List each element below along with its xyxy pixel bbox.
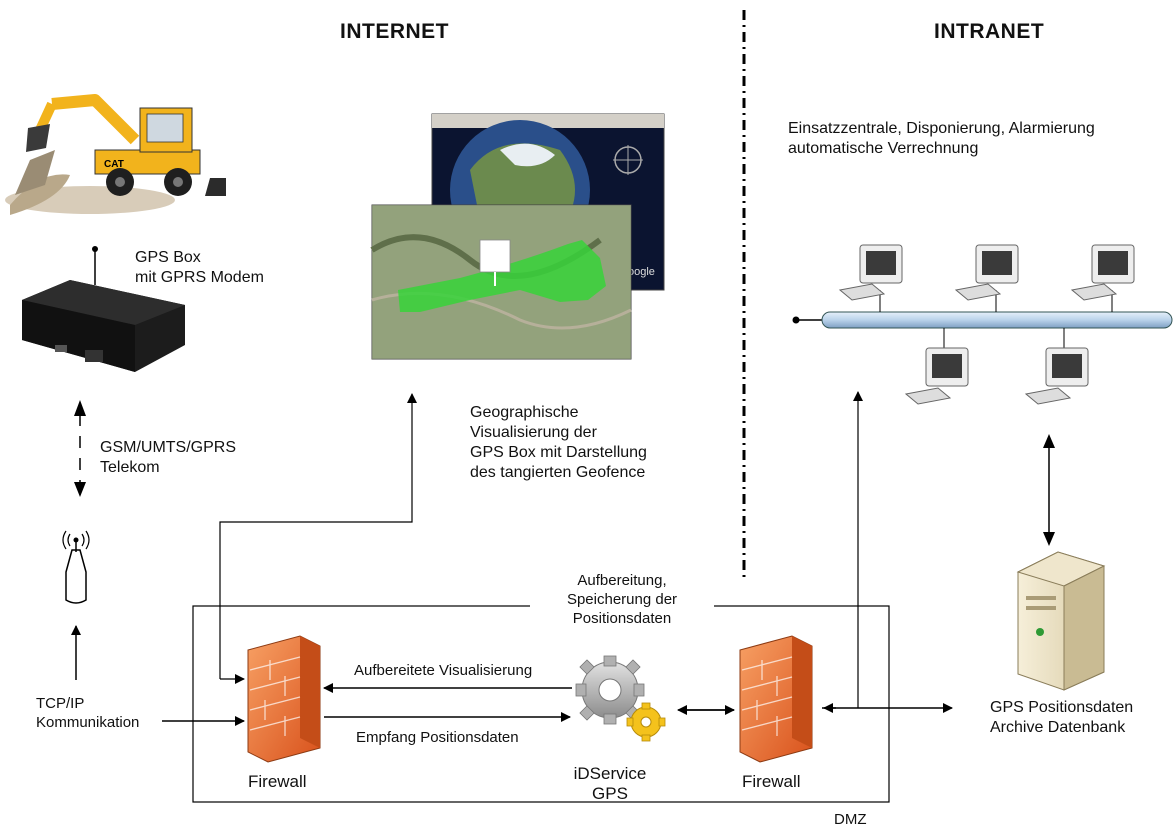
gears-icon	[575, 655, 666, 742]
map-watermark: oogle	[628, 266, 655, 278]
gps-box-icon	[22, 246, 185, 372]
workstation-2	[954, 244, 1019, 312]
visualization-line4: des tangierten Geofence	[470, 464, 646, 481]
visualization-line2: Visualisierung der	[470, 424, 597, 441]
visualization-line1: Geographische	[470, 404, 579, 421]
database-line2: Archive Datenbank	[990, 719, 1126, 736]
tcp-line1: TCP/IP	[36, 695, 85, 712]
internet-header: INTERNET	[340, 20, 449, 43]
tcp-label: TCP/IP Kommunikation	[36, 694, 139, 732]
database-line1: GPS Positionsdaten	[990, 699, 1134, 716]
network-bus	[792, 311, 1173, 329]
map-screenshot: oogle	[370, 113, 665, 360]
workstation-1	[838, 244, 903, 312]
flow-positions-label: Empfang Positionsdaten	[356, 729, 519, 746]
intranet-header: INTRANET	[934, 20, 1045, 43]
processing-label: Aufbereitung, Speicherung der Positionsd…	[530, 571, 714, 628]
service-line2: GPS	[592, 784, 628, 803]
intranet-roles-line2: automatische Verrechnung	[788, 140, 979, 157]
network-line1: GSM/UMTS/GPRS	[100, 439, 237, 456]
intranet-roles-line1: Einsatzzentrale, Disponierung, Alarmieru…	[788, 120, 1095, 137]
intranet-roles: Einsatzzentrale, Disponierung, Alarmieru…	[788, 119, 1095, 159]
processing-line3: Positionsdaten	[572, 610, 672, 627]
workstation-5	[1024, 328, 1089, 405]
network-line2: Telekom	[100, 459, 160, 476]
service-label: iDService GPS	[560, 764, 660, 804]
visualization-label: Geographische Visualisierung der GPS Box…	[470, 403, 647, 483]
flow-visualization-label: Aufbereitete Visualisierung	[354, 662, 533, 679]
svg-text:CAT: CAT	[104, 159, 124, 170]
antenna-icon	[62, 530, 90, 604]
service-line1: iDService	[573, 764, 647, 783]
workstation-4	[904, 328, 969, 405]
database-server-icon	[1016, 551, 1106, 691]
visualization-line3: GPS Box mit Darstellung	[470, 444, 647, 461]
network-label: GSM/UMTS/GPRS Telekom	[100, 438, 236, 478]
processing-line2: Speicherung der	[566, 591, 678, 608]
dmz-label: DMZ	[834, 811, 867, 828]
tcp-line2: Kommunikation	[36, 714, 140, 731]
workstation-3	[1070, 244, 1135, 312]
firewall-left-icon	[247, 635, 321, 763]
gps-box-line2: mit GPRS Modem	[135, 269, 264, 286]
gps-box-label: GPS Box mit GPRS Modem	[135, 248, 264, 288]
geofence-area	[398, 240, 606, 312]
firewall-right-icon	[739, 635, 813, 763]
excavator-icon: CAT	[5, 94, 226, 215]
firewall-right-label: Firewall	[742, 772, 801, 791]
firewall-left-label: Firewall	[248, 772, 307, 791]
database-label: GPS Positionsdaten Archive Datenbank	[990, 698, 1133, 738]
gps-box-line1: GPS Box	[135, 249, 201, 266]
processing-line1: Aufbereitung,	[577, 572, 667, 589]
